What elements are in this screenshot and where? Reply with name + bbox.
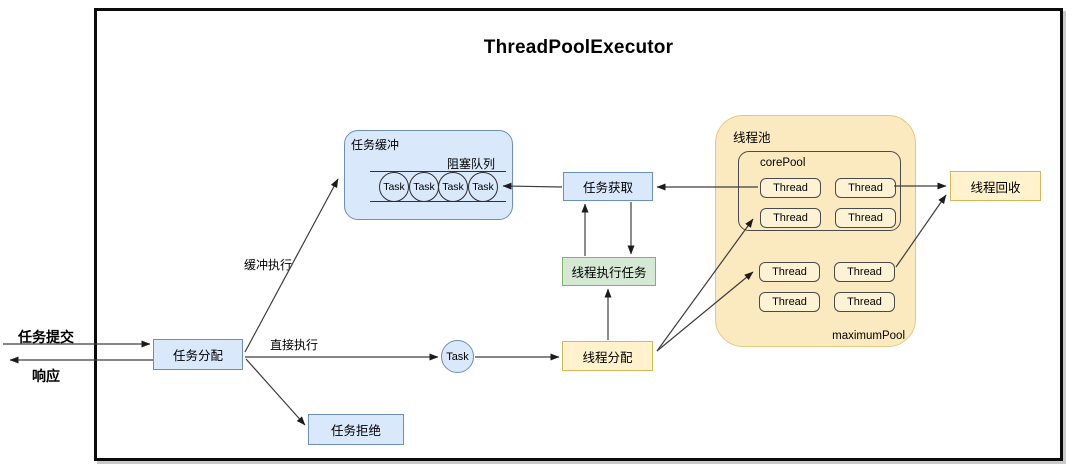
queue-bottom-line — [370, 201, 506, 202]
queue-task-item: Task — [468, 172, 498, 202]
core-thread-box: Thread — [835, 178, 896, 198]
thread-dispatch-label: 线程分配 — [582, 350, 633, 365]
core-thread-box: Thread — [760, 208, 821, 228]
task-fetch-label: 任务获取 — [582, 181, 633, 195]
thread-execute-label: 线程执行任务 — [571, 266, 647, 280]
thread-execute-node: 线程执行任务 — [562, 257, 656, 286]
blocking-queue-label: 阻塞队列 — [447, 157, 496, 171]
thread-recycle-label: 线程回收 — [970, 180, 1021, 195]
core-pool-group: corePool Thread Thread Thread Thread — [738, 151, 901, 231]
maximum-thread-box: Thread — [834, 292, 895, 312]
maximum-pool-label: maximumPool — [832, 330, 905, 342]
task-reject-label: 任务拒绝 — [330, 424, 381, 438]
core-thread-box: Thread — [835, 208, 896, 228]
task-buffer-group: 任务缓冲 阻塞队列 Task Task Task Task — [344, 130, 513, 220]
thread-dispatch-node: 线程分配 — [562, 341, 653, 371]
task-dispatch-label: 任务分配 — [172, 349, 223, 363]
task-dispatch-node: 任务分配 — [153, 339, 243, 370]
thread-pool-label: 线程池 — [733, 131, 771, 145]
task-buffer-label: 任务缓冲 — [351, 138, 400, 152]
maximum-thread-box: Thread — [759, 292, 820, 312]
maximum-thread-box: Thread — [759, 262, 820, 282]
direct-task-node: Task — [441, 340, 474, 373]
thread-recycle-node: 线程回收 — [950, 171, 1041, 201]
edge-label-buffered-execution: 缓冲执行 — [244, 258, 293, 272]
queue-task-item: Task — [438, 172, 468, 202]
queue-task-item: Task — [409, 172, 439, 202]
edge-label-direct-execution: 直接执行 — [270, 338, 319, 352]
task-reject-node: 任务拒绝 — [308, 414, 404, 445]
submit-label: 任务提交 — [18, 329, 74, 345]
response-label: 响应 — [32, 368, 60, 384]
queue-top-line — [370, 171, 506, 172]
diagram-title: ThreadPoolExecutor — [483, 37, 674, 58]
thread-pool-group: 线程池 corePool Thread Thread Thread Thread… — [715, 115, 916, 347]
core-pool-label: corePool — [760, 157, 806, 169]
core-thread-box: Thread — [760, 178, 821, 198]
diagram-frame — [94, 8, 1063, 461]
maximum-thread-box: Thread — [834, 262, 895, 282]
task-fetch-node: 任务获取 — [563, 172, 653, 201]
queue-task-item: Task — [379, 172, 409, 202]
